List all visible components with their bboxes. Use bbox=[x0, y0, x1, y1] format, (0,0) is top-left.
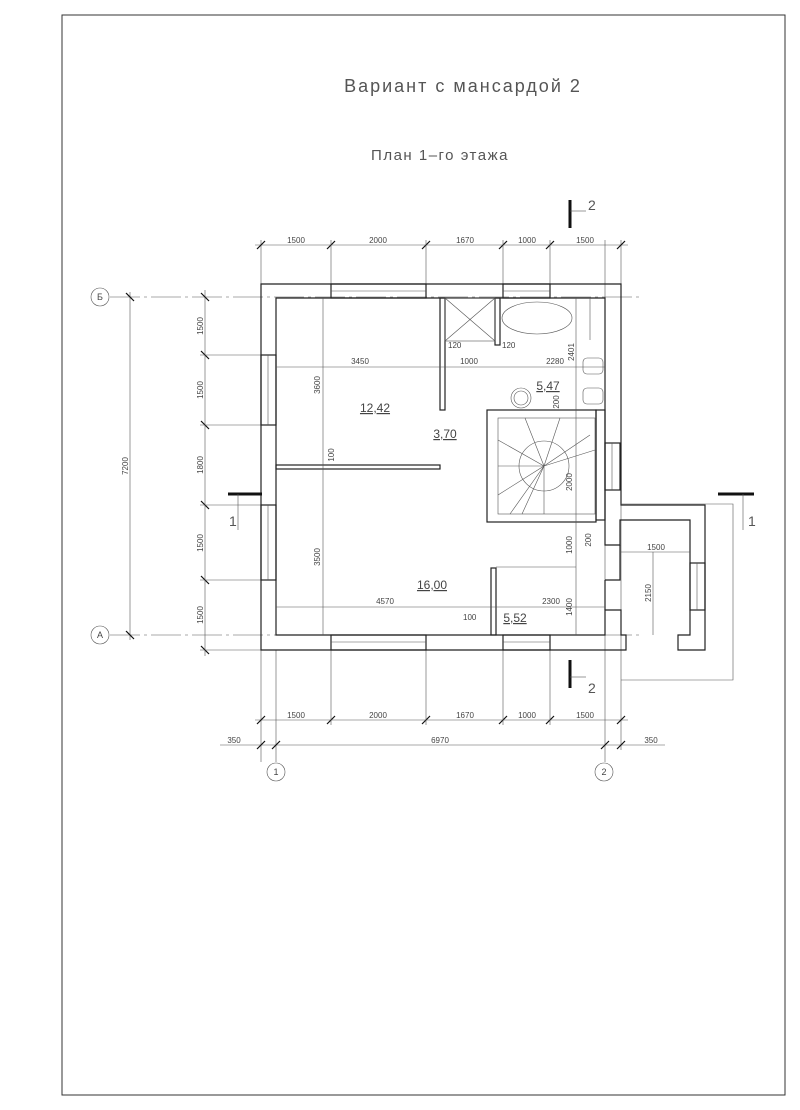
dim-3500: 3500 bbox=[313, 548, 322, 566]
room-area-3: 5,47 bbox=[536, 379, 560, 393]
section-label-right: 1 bbox=[748, 513, 756, 529]
drawing-title: Вариант с мансардой 2 bbox=[344, 76, 582, 96]
dim-2401: 2401 bbox=[567, 343, 576, 361]
dim-100-a: 100 bbox=[327, 448, 336, 462]
axis-marker-a: А bbox=[90, 625, 110, 645]
section-label-top: 2 bbox=[588, 197, 596, 213]
section-mark-top: 2 bbox=[568, 197, 596, 228]
axis-marker-2: 2 bbox=[594, 762, 614, 782]
room-area-2: 3,70 bbox=[433, 427, 457, 441]
section-mark-bottom: 2 bbox=[568, 660, 596, 696]
drawing-subtitle: План 1–го этажа bbox=[371, 147, 509, 164]
dim-2150: 2150 bbox=[644, 584, 653, 602]
dim-left-1: 1500 bbox=[196, 317, 205, 335]
section-label-bottom: 2 bbox=[588, 680, 596, 696]
dim-top-4: 1000 bbox=[518, 236, 536, 245]
dim-200-a: 200 bbox=[552, 395, 561, 409]
section-mark-left: 1 bbox=[228, 492, 262, 530]
dim-1400: 1400 bbox=[565, 598, 574, 616]
dim-1000-b: 1000 bbox=[565, 536, 574, 554]
dim-1500-porch: 1500 bbox=[647, 543, 665, 552]
section-label-left: 1 bbox=[229, 513, 237, 529]
dim-2300: 2300 bbox=[542, 597, 560, 606]
dim-bottom-3: 1670 bbox=[456, 711, 474, 720]
section-mark-right: 1 bbox=[718, 492, 756, 530]
dim-left-4: 1500 bbox=[196, 534, 205, 552]
axis-label-2: 2 bbox=[601, 767, 606, 777]
dim-4570: 4570 bbox=[376, 597, 394, 606]
sheet-frame bbox=[61, 14, 786, 1096]
dim-top-3: 1670 bbox=[456, 236, 474, 245]
dim-2280: 2280 bbox=[546, 357, 564, 366]
exterior-walls bbox=[260, 283, 706, 651]
room-area-1: 12,42 bbox=[360, 401, 390, 415]
dim-bottom-1: 1500 bbox=[287, 711, 305, 720]
dimension-chain-left: 1500 1500 1800 1500 1500 7200 bbox=[121, 290, 261, 656]
bathtub bbox=[501, 301, 573, 335]
washbasin bbox=[510, 387, 532, 409]
dim-left-2: 1500 bbox=[196, 381, 205, 399]
room-area-4: 16,00 bbox=[417, 578, 447, 592]
room-areas: 12,42 3,70 5,47 16,00 5,52 bbox=[360, 379, 560, 625]
dim-3450: 3450 bbox=[351, 357, 369, 366]
dim-2000: 2000 bbox=[565, 473, 574, 491]
dim-bottom-4: 1000 bbox=[518, 711, 536, 720]
dim-left-5: 1500 bbox=[196, 606, 205, 624]
dim-top-1: 1500 bbox=[287, 236, 305, 245]
dim-120-a: 120 bbox=[448, 341, 462, 350]
toilets bbox=[582, 357, 604, 405]
dim-total-left: 350 bbox=[227, 736, 241, 745]
dim-total-right: 350 bbox=[644, 736, 658, 745]
dim-bottom-5: 1500 bbox=[576, 711, 594, 720]
axis-label-b: Б bbox=[97, 292, 103, 302]
dim-1000: 1000 bbox=[460, 357, 478, 366]
dim-top-2: 2000 bbox=[369, 236, 387, 245]
axis-marker-b: Б bbox=[90, 287, 110, 307]
dim-120-b: 120 bbox=[502, 341, 516, 350]
dim-top-5: 1500 bbox=[576, 236, 594, 245]
dim-100-b: 100 bbox=[463, 613, 477, 622]
dim-bottom-2: 2000 bbox=[369, 711, 387, 720]
room-area-5: 5,52 bbox=[503, 611, 527, 625]
axis-label-a: А bbox=[97, 630, 103, 640]
axis-lines bbox=[110, 240, 640, 762]
interior-dimensions: 3450 1000 2280 2401 120 120 3600 100 200… bbox=[276, 298, 690, 635]
windows bbox=[260, 283, 706, 651]
axis-label-1: 1 bbox=[273, 767, 278, 777]
dim-left-3: 1800 bbox=[196, 456, 205, 474]
shower-tray bbox=[444, 297, 496, 342]
porch-outline bbox=[621, 503, 734, 681]
dim-left-total: 7200 bbox=[121, 457, 130, 475]
dimension-chain-bottom: 1500 2000 1670 1000 1500 350 6970 350 bbox=[220, 650, 665, 750]
spiral-staircase bbox=[486, 409, 597, 523]
dim-total-mid: 6970 bbox=[431, 736, 449, 745]
dimension-chain-top: 1500 2000 1670 1000 1500 bbox=[255, 236, 628, 285]
axis-marker-1: 1 bbox=[266, 762, 286, 782]
dim-200-b: 200 bbox=[584, 533, 593, 547]
dim-3600: 3600 bbox=[313, 376, 322, 394]
